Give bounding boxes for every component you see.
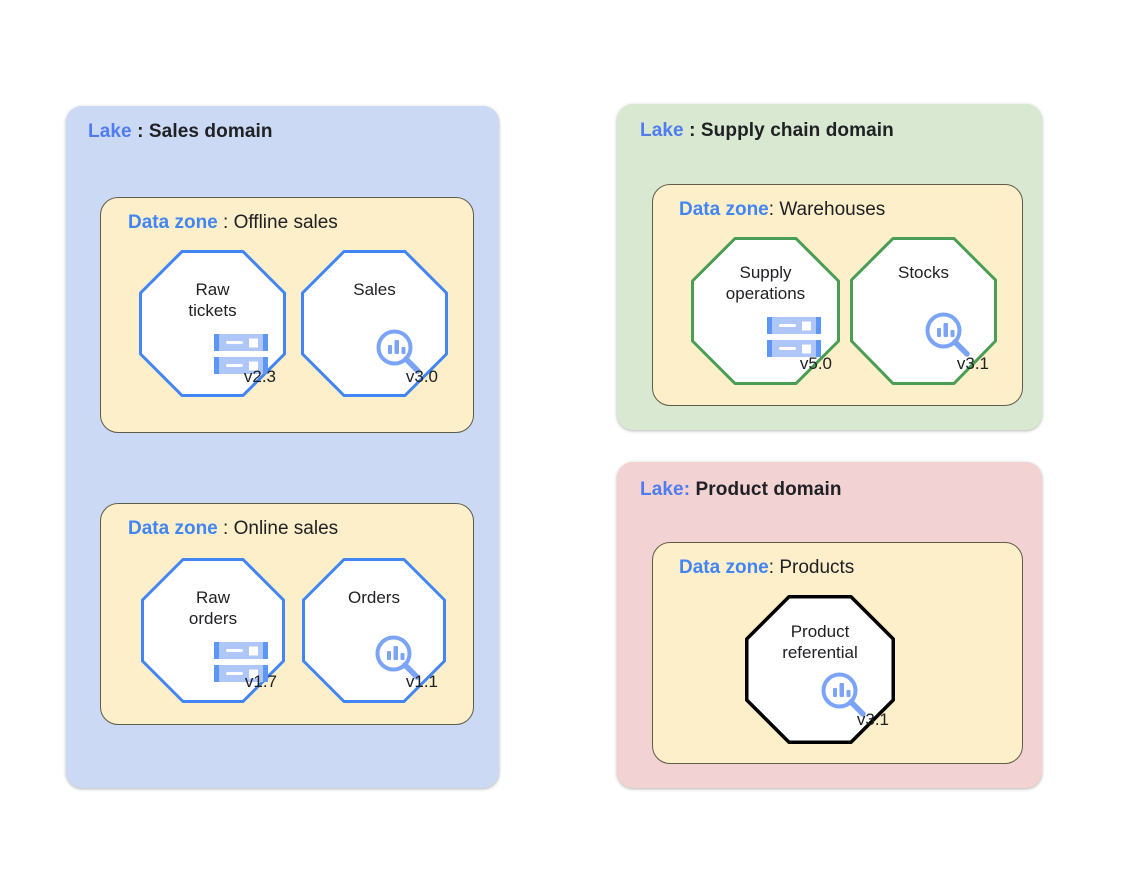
node-product-referential-version: v3.1: [856, 710, 889, 729]
node-raw-orders-version: v1.7: [244, 672, 277, 691]
lake-supply-chain-domain-title: Lake : Supply chain domain: [640, 120, 894, 142]
node-stocks[interactable]: Stocks v3.1: [850, 237, 997, 385]
zone-name: Warehouses: [779, 199, 886, 220]
data-zone-online-sales-title: Data zone : Online sales: [128, 518, 338, 540]
zone-keyword: Data zone: [128, 518, 218, 539]
node-sales[interactable]: Sales v3.0: [301, 250, 448, 397]
lake-name: Supply chain domain: [700, 120, 894, 141]
node-raw-tickets-version: v2.3: [243, 367, 276, 386]
zone-keyword: Data zone: [128, 212, 218, 233]
lake-name: Product domain: [695, 479, 842, 500]
lake-keyword: Lake:: [640, 479, 691, 500]
node-orders[interactable]: Orders v1.1: [302, 558, 446, 703]
zone-keyword: Data zone: [679, 199, 769, 220]
node-raw-orders[interactable]: Raw orders v1.7: [141, 558, 285, 703]
zone-separator: :: [217, 518, 234, 539]
zone-name: Online sales: [233, 518, 339, 539]
node-supply-operations[interactable]: Supply operations v5.0: [691, 237, 840, 385]
zone-name: Products: [779, 557, 855, 578]
zone-keyword: Data zone: [679, 557, 769, 578]
lake-keyword: Lake: [640, 120, 684, 141]
node-product-referential[interactable]: Product referential v3.1: [745, 595, 895, 744]
lake-separator: :: [131, 121, 149, 142]
octagon-shape: [301, 250, 448, 397]
node-raw-tickets[interactable]: Raw tickets v2.3: [139, 250, 286, 397]
node-sales-version: v3.0: [405, 367, 438, 386]
lake-product-domain-title: Lake: Product domain: [640, 479, 842, 501]
lake-name: Sales domain: [148, 121, 273, 142]
node-orders-version: v1.1: [405, 672, 438, 691]
data-zone-products-title: Data zone: Products: [679, 557, 854, 579]
lake-sales-domain-title: Lake : Sales domain: [88, 121, 273, 143]
zone-separator: :: [768, 557, 780, 578]
data-zone-warehouses-title: Data zone: Warehouses: [679, 199, 885, 221]
zone-name: Offline sales: [233, 212, 338, 233]
lake-separator: :: [683, 120, 701, 141]
zone-separator: :: [217, 212, 234, 233]
node-supply-operations-version: v5.0: [799, 354, 832, 373]
zone-separator: :: [768, 199, 780, 220]
node-stocks-version: v3.1: [956, 354, 989, 373]
data-zone-offline-sales-title: Data zone : Offline sales: [128, 212, 338, 234]
lake-keyword: Lake: [88, 121, 132, 142]
